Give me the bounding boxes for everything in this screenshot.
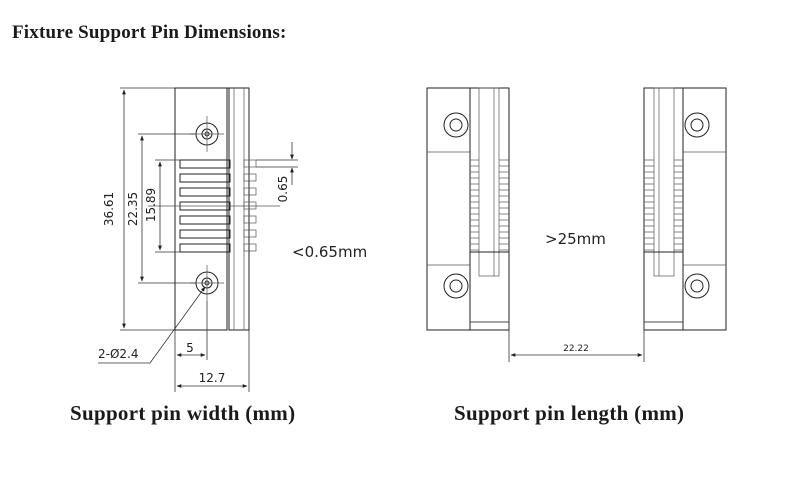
width-view-caption: Support pin width (mm) (70, 401, 296, 425)
dim-hole: 2-Ø2.4 (98, 347, 139, 361)
rib-ticks (470, 159, 683, 251)
length-view-caption: Support pin length (mm) (454, 401, 685, 425)
dim-inner-height: 15.89 (144, 188, 158, 222)
mounting-hole-top (190, 116, 224, 152)
length-right-part (643, 87, 727, 331)
pin-array (148, 159, 280, 253)
dim-overall-height: 36.61 (102, 192, 116, 226)
width-spec: <0.65mm (292, 243, 367, 261)
dim-pitch: 0.65 (276, 176, 290, 203)
length-left-part (426, 87, 510, 331)
connector-body (174, 87, 228, 331)
dim-width: 12.7 (199, 371, 226, 385)
page-title: Fixture Support Pin Dimensions: (12, 22, 287, 43)
dim-mid-height: 22.35 (126, 192, 140, 226)
length-spec: >25mm (545, 230, 606, 248)
dim-gap: 22.22 (563, 344, 589, 354)
width-view-drawing (98, 87, 298, 392)
length-view-drawing (426, 87, 727, 362)
dim-offset: 5 (186, 341, 194, 355)
